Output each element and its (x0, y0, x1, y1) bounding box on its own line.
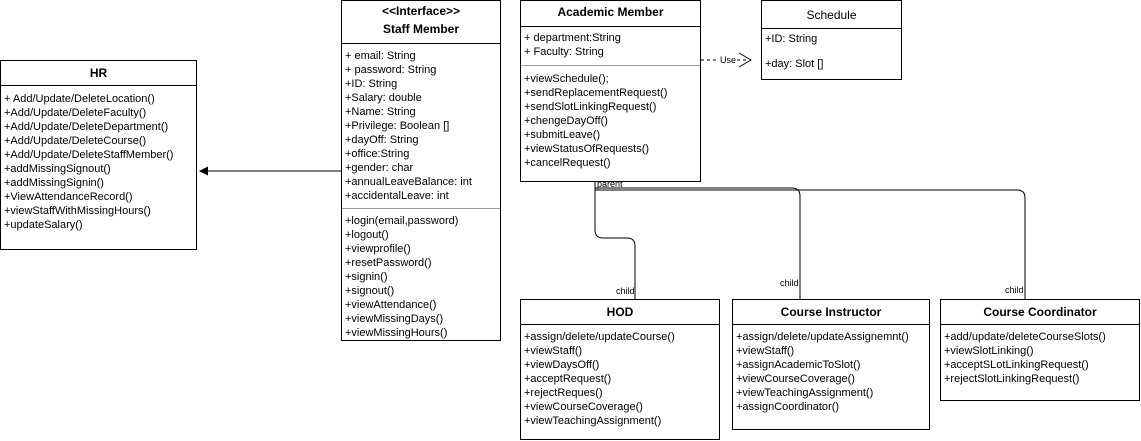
staff-member-method: +login(email,password) (345, 215, 459, 227)
staff-member-attribute: +Name: String (345, 106, 416, 118)
academic-member-method: +sendSlotLinkingRequest() (524, 101, 657, 113)
academic-member-method: +cancelRequest() (524, 157, 611, 169)
hod-title: HOD (521, 300, 719, 325)
hod-method: +acceptRequest() (524, 373, 612, 385)
schedule-attribute: +day: Slot [] (765, 58, 824, 70)
staff-member-attribute: +gender: char (345, 162, 414, 174)
academic-member-class[interactable]: Academic Member + department:String + Fa… (520, 0, 701, 182)
course-instructor-method: +assignAcademicToSlot() (736, 359, 861, 371)
staff-member-attribute: +accidentalLeave: int (345, 190, 449, 202)
schedule-title: Schedule (762, 1, 901, 29)
academic-member-method: +viewSchedule(); (524, 73, 609, 85)
hr-method: +ViewAttendanceRecord() (4, 191, 133, 203)
course-instructor-method: +assignCoordinator() (736, 401, 840, 413)
hod-methods: +assign/delete/updateCourse() +viewStaff… (521, 325, 719, 428)
staff-to-hr-arrowhead (199, 166, 208, 176)
hr-method: +Add/Update/DeleteFaculty() (4, 107, 147, 119)
use-label: Use (719, 55, 738, 65)
hr-method: +Add/Update/DeleteStaffMember() (4, 149, 174, 161)
course-instructor-title: Course Instructor (733, 300, 929, 325)
staff-member-attribute: +annualLeaveBalance: int (345, 176, 472, 188)
hr-method: +Add/Update/DeleteCourse() (4, 135, 147, 147)
schedule-attribute: +ID: String (765, 33, 818, 45)
hod-method: +assign/delete/updateCourse() (524, 331, 675, 343)
course-instructor-class[interactable]: Course Instructor +assign/delete/updateA… (732, 299, 930, 430)
hr-method: +addMissingSignout() (4, 163, 111, 175)
instructor-connector (594, 182, 801, 299)
academic-member-method: +sendReplacementRequest() (524, 87, 668, 99)
staff-member-header: <<Interface>> Staff Member (342, 1, 500, 44)
academic-member-methods: +viewSchedule(); +sendReplacementRequest… (521, 66, 700, 170)
hr-method: +addMissingSignin() (4, 177, 104, 189)
staff-member-attribute: +ID: String (345, 78, 398, 90)
staff-member-stereotype: <<Interface>> (381, 4, 461, 18)
parent-label: parent (597, 179, 623, 189)
staff-member-method: +viewMissingHours() (345, 327, 448, 339)
staff-member-attribute: + email: String (345, 50, 416, 62)
academic-member-method: +submitLeave() (524, 129, 601, 141)
schedule-attributes: +ID: String +day: Slot [] (762, 29, 901, 71)
course-coordinator-method: +acceptSLotLinkingRequest() (944, 359, 1089, 371)
staff-member-attribute: + password: String (345, 64, 437, 76)
staff-member-attribute: +office:String (345, 148, 410, 160)
staff-member-method: +viewAttendance() (345, 299, 437, 311)
hod-connector (594, 182, 636, 299)
hr-method: +viewStaffWithMissingHours() (4, 205, 151, 217)
academic-member-attribute: + department:String (524, 32, 621, 44)
hod-method: +viewDaysOff() (524, 359, 600, 371)
hr-method: + Add/Update/DeleteLocation() (4, 93, 155, 105)
use-dependency-arrowhead (738, 52, 752, 68)
course-instructor-method: +viewCourseCoverage() (736, 373, 855, 385)
staff-member-method: +resetPassword() (345, 257, 432, 269)
staff-member-method: +signout() (345, 285, 395, 297)
academic-member-method: +viewStatusOfRequests() (524, 143, 650, 155)
staff-member-attribute: +Salary: double (345, 92, 422, 104)
staff-member-method: +viewprofile() (345, 243, 411, 255)
academic-member-method: +chengeDayOff() (524, 115, 608, 127)
course-coordinator-class[interactable]: Course Coordinator +add/update/deleteCou… (940, 299, 1140, 401)
hod-method: +viewCourseCoverage() (524, 401, 643, 413)
course-instructor-method: +viewStaff() (736, 345, 795, 357)
course-coordinator-method: +viewSlotLinking() (944, 345, 1034, 357)
staff-member-methods: +login(email,password) +logout() +viewpr… (342, 209, 500, 340)
hod-child-label: child (616, 286, 635, 296)
staff-member-attribute: +dayOff: String (345, 134, 419, 146)
course-instructor-method: +assign/delete/updateAssignemnt() (736, 331, 909, 343)
hr-method: +Add/Update/DeleteDepartment() (4, 121, 169, 133)
schedule-class[interactable]: Schedule +ID: String +day: Slot [] (761, 0, 902, 80)
staff-member-method: +logout() (345, 229, 389, 241)
coordinator-connector (594, 182, 1026, 299)
course-instructor-methods: +assign/delete/updateAssignemnt() +viewS… (733, 325, 929, 414)
course-coordinator-method: +add/update/deleteCourseSlots() (944, 331, 1106, 343)
course-coordinator-title: Course Coordinator (941, 300, 1139, 325)
staff-member-attributes: + email: String + password: String +ID: … (342, 44, 500, 209)
hod-class[interactable]: HOD +assign/delete/updateCourse() +viewS… (520, 299, 720, 440)
hod-method: +viewTeachingAssignment() (524, 415, 662, 427)
coordinator-child-label: child (1005, 285, 1024, 295)
academic-member-title: Academic Member (521, 1, 700, 27)
academic-member-attributes: + department:String + Faculty: String (521, 27, 700, 66)
course-coordinator-method: +rejectSlotLinkingRequest() (944, 373, 1080, 385)
staff-member-class[interactable]: <<Interface>> Staff Member + email: Stri… (341, 0, 501, 341)
hr-class[interactable]: HR + Add/Update/DeleteLocation() +Add/Up… (0, 60, 197, 250)
hr-method: +updateSalary() (4, 219, 83, 231)
hod-method: +viewStaff() (524, 345, 583, 357)
hr-class-title: HR (1, 61, 196, 86)
academic-member-attribute: + Faculty: String (524, 46, 604, 58)
staff-member-title: Staff Member (382, 22, 459, 36)
staff-member-method: +signin() (345, 271, 388, 283)
staff-member-method: +viewMissingDays() (345, 313, 444, 325)
hod-method: +rejectReques() (524, 387, 603, 399)
staff-member-attribute: +Privilege: Boolean [] (345, 120, 450, 132)
course-coordinator-methods: +add/update/deleteCourseSlots() +viewSlo… (941, 325, 1139, 386)
instructor-child-label: child (780, 278, 799, 288)
hr-methods: + Add/Update/DeleteLocation() +Add/Updat… (1, 86, 196, 232)
course-instructor-method: +viewTeachingAssignment() (736, 387, 874, 399)
